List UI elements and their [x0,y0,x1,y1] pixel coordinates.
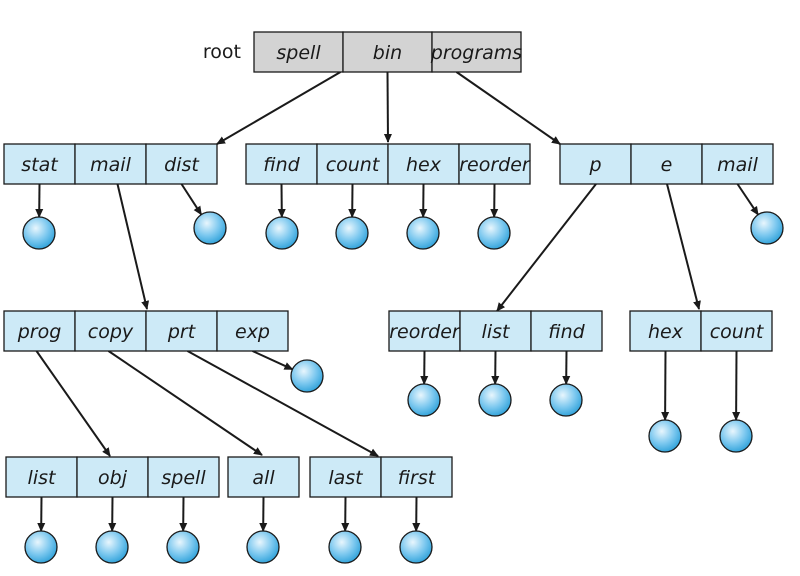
directory-mail-dir: prog copy prt exp [3,310,289,352]
directory-copy-dir: all [227,456,300,498]
entry-label-programs: programs [430,42,523,64]
entry-label-stat: stat [21,154,59,176]
entry-cell-find[interactable] [530,310,603,352]
edge-to-file-node-mail [736,183,759,216]
entry-cell-last[interactable] [309,456,382,498]
file-node-all[interactable] [246,530,280,564]
entry-label-count: count [326,154,381,176]
entry-cell-hex[interactable] [387,143,460,185]
entry-cell-count[interactable] [316,143,389,185]
entry-cell-hex[interactable] [629,310,702,352]
edge-to-file-node-dist [180,183,203,216]
edges-layer [35,71,759,533]
edge-prog-to-dir [35,350,111,457]
file-node-p-list[interactable] [478,383,512,417]
file-node-e-count[interactable] [719,419,753,453]
directory-bin-dir: find count hex reorder [245,143,531,185]
edge-bin-to-dir [383,71,392,143]
edge-prt-to-dir [187,350,379,457]
entry-cell-bin[interactable] [342,31,433,73]
file-node-list[interactable] [24,530,58,564]
entry-label-p: p [588,154,601,176]
file-node-dist[interactable] [193,211,227,245]
edge-to-file-node-exp [252,350,294,371]
entry-cell-list[interactable] [5,456,78,498]
entry-cell-spell[interactable] [147,456,220,498]
entry-label-exp: exp [235,321,270,343]
file-node-mail[interactable] [750,211,784,245]
entry-cell-mail[interactable] [701,143,774,185]
entry-label-prog: prog [17,321,62,343]
entry-cell-programs[interactable] [431,31,522,73]
entry-label-hex: hex [406,154,442,176]
entry-label-first: first [398,467,437,489]
entry-cell-stat[interactable] [3,143,76,185]
entry-cell-obj[interactable] [76,456,149,498]
nodes-layer [22,211,784,564]
directory-prog-dir: list obj spell [5,456,220,498]
file-node-e-hex[interactable] [648,419,682,453]
entry-label-copy: copy [88,321,134,343]
file-node-last[interactable] [328,530,362,564]
entry-cell-reorder[interactable] [388,310,461,352]
entry-label-mail: mail [90,154,131,176]
file-node-exp[interactable] [290,359,324,393]
directory-spell-dir: stat mail dist [3,143,218,185]
edge-spell-to-dir [216,71,342,145]
entry-label-find: find [263,154,300,176]
entry-cell-first[interactable] [380,456,453,498]
entry-cell-all[interactable] [227,456,300,498]
entry-label-spell: spell [276,42,321,64]
entry-label-obj: obj [98,467,128,489]
file-node-p-find[interactable] [549,383,583,417]
entry-label-count: count [710,321,765,343]
entry-label-reorder: reorder [459,154,531,176]
edge-copy-to-dir [107,350,263,456]
directory-p-dir: reorder list find [388,310,603,352]
edge-mail-to-dir [116,183,150,310]
directory-prt-dir: last first [309,456,453,498]
directory-root: spell bin programs [253,31,523,73]
entry-cell-reorder[interactable] [458,143,531,185]
file-node-reorder[interactable] [477,216,511,250]
entry-cell-exp[interactable] [216,310,289,352]
entry-label-hex: hex [648,321,684,343]
entry-cell-spell[interactable] [253,31,344,73]
entry-label-find: find [548,321,585,343]
entry-cell-prt[interactable] [145,310,218,352]
file-node-stat[interactable] [22,216,56,250]
entry-cell-copy[interactable] [74,310,147,352]
file-node-spell[interactable] [166,530,200,564]
entry-cell-count[interactable] [700,310,773,352]
entry-label-last: last [328,467,364,489]
file-node-first[interactable] [399,530,433,564]
file-node-obj[interactable] [95,530,129,564]
entry-label-e: e [661,154,673,176]
entry-label-mail: mail [717,154,758,176]
entry-label-reorder: reorder [389,321,461,343]
entry-label-dist: dist [164,154,200,176]
file-node-hex[interactable] [406,216,440,250]
file-node-count[interactable] [335,216,369,250]
entry-label-spell: spell [161,467,206,489]
entry-cell-find[interactable] [245,143,318,185]
file-node-p-reorder[interactable] [407,383,441,417]
entry-label-list: list [482,321,511,343]
directory-programs-dir: p e mail [559,143,774,185]
file-node-find[interactable] [265,216,299,250]
edge-programs-to-dir [455,71,561,145]
entry-label-bin: bin [373,42,402,64]
entry-cell-mail[interactable] [74,143,147,185]
entry-cell-dist[interactable] [145,143,218,185]
entry-label-all: all [252,467,275,489]
edge-e-to-dir [666,183,701,310]
root-label: root [203,41,241,63]
edge-p-to-dir [496,183,597,312]
entry-label-list: list [28,467,57,489]
entry-label-prt: prt [167,321,197,343]
directory-e-dir: hex count [629,310,773,352]
